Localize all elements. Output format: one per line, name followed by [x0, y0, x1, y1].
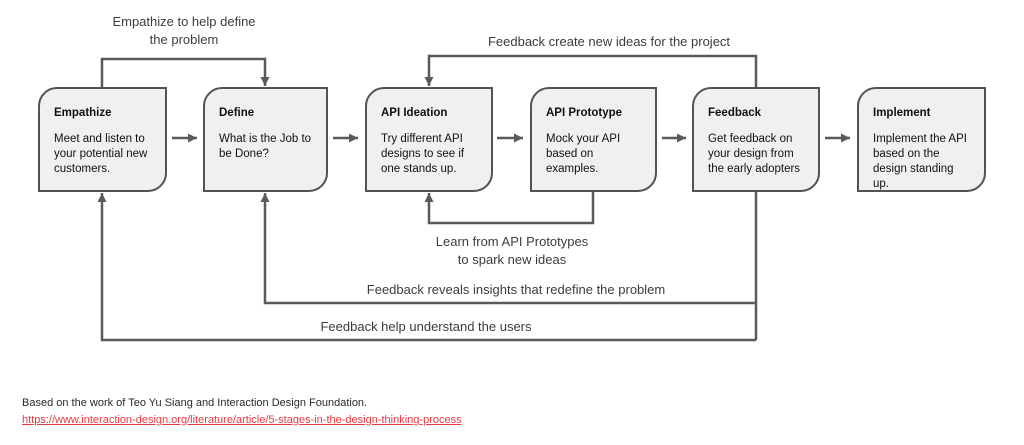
stage-title: Feedback: [708, 107, 762, 119]
flow-label-feedback-to-ideation: Feedback create new ideas for the projec…: [487, 34, 731, 49]
arrow-feedback-to-api-ideation: [424, 54, 758, 87]
stage-box-define: Define What is the Job to be Done?: [203, 87, 328, 192]
stage-description: Implement the API based on the design st…: [873, 133, 967, 190]
footer-link[interactable]: https://www.interaction-design.org/liter…: [22, 413, 462, 426]
arrow-empathize-to-define: [100, 57, 270, 87]
flow-label-prototype-to-ideation: Learn from API Prototypes to spark new i…: [435, 234, 589, 267]
stage-box-feedback: Feedback Get feedback on your design fro…: [692, 87, 820, 192]
arrow-feedback-to-empathize: [97, 193, 756, 342]
stage-description: What is the Job to be Done?: [219, 133, 312, 160]
stage-title: API Prototype: [546, 107, 623, 119]
stage-title: Define: [219, 107, 255, 119]
stage-box-api-ideation: API Ideation Try different API designs t…: [365, 87, 493, 192]
stage-box-empathize: Empathize Meet and listen to your potent…: [38, 87, 167, 192]
footer-credit: Based on the work of Teo Yu Siang and In…: [22, 397, 368, 409]
flow-label-feedback-to-define: Feedback reveals insights that redefine …: [366, 282, 666, 297]
stage-box-implement: Implement Implement the API based on the…: [857, 87, 986, 192]
stage-title: API Ideation: [381, 107, 448, 119]
arrow-feedback-to-define: [260, 193, 756, 305]
footer: Based on the work of Teo Yu Siang and In…: [22, 395, 462, 428]
stage-title: Empathize: [54, 107, 112, 119]
flow-label-empathize-to-define: Empathize to help define the problem: [112, 14, 256, 47]
stage-description: Meet and listen to your potential new cu…: [54, 133, 148, 175]
arrow-api-prototype-to-api-ideation: [424, 192, 595, 225]
stage-title: Implement: [873, 107, 931, 119]
stage-box-api-prototype: API Prototype Mock your API based on exa…: [530, 87, 657, 192]
stage-description: Mock your API based on examples.: [546, 133, 621, 175]
stage-description: Try different API designs to see if one …: [381, 133, 465, 175]
stage-description: Get feedback on your design from the ear…: [708, 133, 801, 175]
flow-label-feedback-to-empathize: Feedback help understand the users: [320, 319, 532, 334]
